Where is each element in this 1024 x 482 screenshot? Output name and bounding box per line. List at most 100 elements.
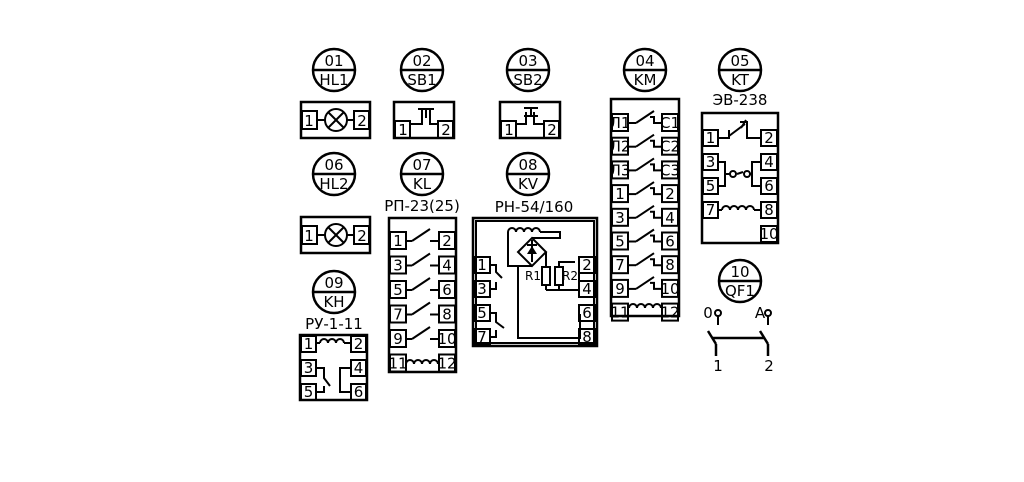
c10-ref: QF1 (725, 282, 755, 300)
kh-left-pin: 3 (304, 359, 314, 377)
c07-ref: KL (413, 175, 432, 193)
km-right-pin: С3 (660, 161, 680, 179)
kv-left-pin: 7 (477, 328, 487, 346)
kv-right-pin: 4 (582, 280, 592, 298)
km-coil-icon (628, 303, 662, 309)
kt-right-pin: 6 (764, 177, 774, 195)
component-03-sb2: 03 SB2 1 2 (498, 47, 562, 140)
kl-coil-icon (405, 359, 439, 365)
kh-contact-icon (316, 367, 351, 393)
c05-number: 05 (730, 52, 749, 70)
c06-number: 06 (324, 156, 343, 174)
km-left-pin: Л3 (610, 161, 631, 179)
km-contact-icon (635, 204, 655, 219)
component-02-sb1: 02 SB1 1 2 (392, 47, 456, 140)
km-left-pin: 7 (615, 256, 625, 274)
kh-left-pin: 1 (304, 335, 314, 353)
kt-left-pin: 1 (706, 129, 716, 147)
km-right-pin: 2 (665, 185, 675, 203)
c10-number: 10 (730, 263, 749, 281)
c03-pin-2: 2 (547, 121, 557, 139)
c08-type: РН-54/160 (495, 198, 574, 216)
km-right-pin: 6 (665, 233, 675, 251)
kv-circuit-icon (490, 227, 581, 339)
lamp-icon (324, 108, 348, 132)
kt-left-pin: 7 (706, 201, 716, 219)
c06-ref: HL2 (319, 175, 348, 193)
kl-left-pin: 1 (393, 232, 403, 250)
c10-pin-2: 2 (764, 357, 774, 375)
c09-type: РУ-1-11 (305, 315, 363, 333)
kl-contact-icon (411, 252, 431, 267)
kl-right-pin: 8 (442, 306, 452, 324)
c05-ref: KT (731, 71, 750, 89)
c03-ref: SB2 (513, 71, 542, 89)
c02-number: 02 (412, 52, 431, 70)
c02-ref: SB1 (407, 71, 436, 89)
kt-left-pin: 3 (706, 153, 716, 171)
c07-type: РП-23(25) (384, 197, 460, 215)
km-left-pin: 5 (615, 233, 625, 251)
c03-number: 03 (518, 52, 537, 70)
lamp-icon (324, 223, 348, 247)
kv-right-pin: 8 (582, 328, 592, 346)
c06-pin-1: 1 (304, 227, 314, 245)
c05-type: ЭВ-238 (713, 91, 768, 109)
kh-right-pin: 6 (354, 383, 364, 401)
km-contact-icon (635, 157, 655, 172)
c01-pin-1: 1 (304, 112, 314, 130)
km-left-pin: Л1 (610, 114, 631, 132)
km-contact-icon (635, 181, 655, 195)
kt-coil-icon (718, 205, 761, 211)
c10-pin-1: 1 (713, 357, 723, 375)
c03-pin-1: 1 (504, 121, 514, 139)
km-contact-icon (635, 228, 655, 243)
c01-ref: HL1 (319, 71, 348, 89)
km-right-pin: С2 (660, 138, 680, 156)
circuit-breaker-icon (706, 309, 772, 356)
km-right-pin: С1 (660, 114, 680, 132)
kl-right-pin: 6 (442, 281, 452, 299)
km-left-pin: Л2 (610, 138, 631, 156)
kl-right-pin: 12 (437, 355, 456, 373)
km-right-pin: 12 (660, 304, 679, 322)
c02-pin-1: 1 (398, 121, 408, 139)
pushbutton-no-icon (516, 107, 544, 125)
kl-right-pin: 4 (442, 257, 452, 275)
c04-ref: KM (634, 71, 657, 89)
km-contact-icon (635, 252, 655, 267)
km-left-pin: 1 (615, 185, 625, 203)
kl-left-pin: 3 (393, 257, 403, 275)
kt-contacts-icon (718, 119, 761, 187)
c09-ref: KH (323, 293, 344, 311)
km-contact-icon (635, 110, 655, 124)
c08-number: 08 (518, 156, 537, 174)
kl-right-pin: 2 (442, 232, 452, 250)
km-left-pin: 9 (615, 280, 625, 298)
c07-number: 07 (412, 156, 431, 174)
kl-left-pin: 9 (393, 330, 403, 348)
kh-right-pin: 2 (354, 335, 364, 353)
kv-r2-label: R2 (562, 269, 578, 283)
kl-contact-icon (411, 326, 431, 340)
kl-left-pin: 5 (393, 281, 403, 299)
c02-pin-2: 2 (441, 121, 451, 139)
c04-number: 04 (635, 52, 654, 70)
kv-left-pin: 5 (477, 304, 487, 322)
c08-ref: KV (518, 175, 539, 193)
kl-contact-icon (411, 301, 431, 316)
c01-pin-2: 2 (357, 112, 367, 130)
kl-contact-icon (411, 277, 431, 291)
component-10-qf1: 10 QF1 0 A 1 2 (703, 258, 774, 375)
kl-left-pin: 11 (388, 355, 407, 373)
c10-position-off: 0 (703, 304, 713, 322)
kt-right-pin: 10 (759, 225, 778, 243)
kv-r1-label: R1 (525, 269, 541, 283)
kt-right-pin: 2 (764, 129, 774, 147)
pushbutton-nc-icon (410, 108, 438, 125)
kv-left-pin: 3 (477, 280, 487, 298)
